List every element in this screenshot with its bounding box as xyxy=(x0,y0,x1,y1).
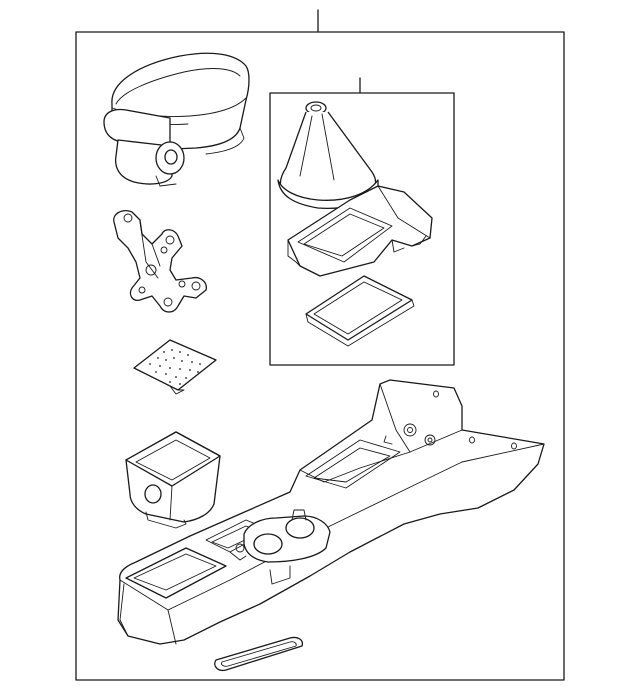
armrest-icon[interactable] xyxy=(103,52,250,187)
main-assembly-frame xyxy=(75,9,565,681)
trim-strip-icon[interactable] xyxy=(214,636,304,672)
console-icon[interactable] xyxy=(117,379,545,645)
bezel-icon[interactable] xyxy=(287,185,433,277)
bracket-icon[interactable] xyxy=(113,210,207,313)
cup-holder-icon[interactable] xyxy=(125,431,221,529)
pad-texture xyxy=(149,349,201,385)
pad-icon[interactable] xyxy=(133,339,217,395)
shift-subassembly-frame xyxy=(269,77,455,366)
shift-boot-icon[interactable] xyxy=(277,101,379,210)
gasket-icon[interactable] xyxy=(305,275,415,347)
